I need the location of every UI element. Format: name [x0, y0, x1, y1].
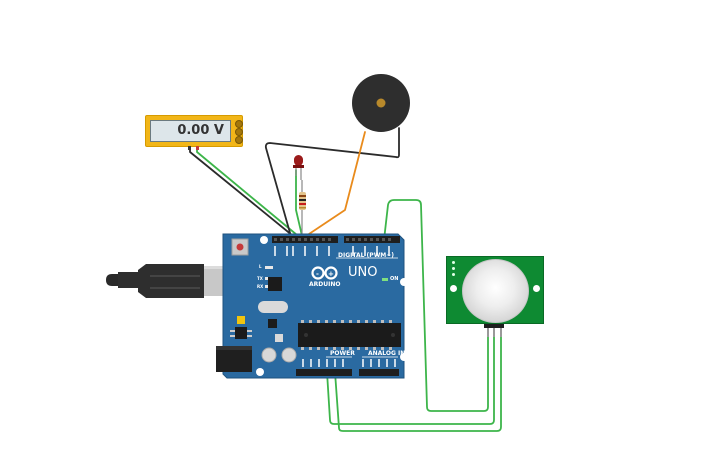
wire-pir-out[interactable] [383, 199, 489, 412]
on-led-label: ON [390, 276, 399, 282]
red-led[interactable] [293, 155, 304, 180]
wire-led-green[interactable] [295, 169, 304, 241]
wire-buzzer-black[interactable] [264, 127, 400, 241]
pir-dot-icon [452, 261, 455, 264]
led-label-rx: RX [257, 284, 264, 289]
led-label-l: L [259, 264, 262, 269]
svg-text:-: - [316, 270, 319, 278]
resistor[interactable] [299, 180, 306, 240]
wire-voltmeter-green[interactable] [196, 147, 304, 241]
pir-pins[interactable] [484, 323, 504, 337]
digital-pwm-label: DIGITAL (PWM~) [338, 252, 395, 259]
piezo-buzzer[interactable] [352, 74, 410, 132]
led-label-tx: TX [257, 276, 263, 281]
arduino-logo [311, 266, 338, 280]
pir-sensor[interactable] [446, 256, 544, 324]
pir-dot-icon [452, 267, 455, 270]
voltmeter-terminal-icon [235, 136, 243, 144]
pir-fresnel-lens [462, 259, 529, 323]
power-label: POWER [330, 350, 355, 357]
voltmeter-probe-negative[interactable] [188, 146, 191, 150]
wire-pir-gnd[interactable] [334, 335, 502, 432]
wire-buzzer-orange[interactable] [299, 131, 366, 241]
arduino-uno[interactable]: - + [216, 233, 408, 379]
voltmeter-terminal-icon [235, 128, 243, 136]
analog-in-label: ANALOG IN [368, 350, 406, 357]
voltmeter[interactable]: 0.00 V [145, 115, 243, 147]
uno-label: UNO [348, 265, 378, 280]
voltmeter-display: 0.00 V [150, 120, 231, 142]
pir-mount-hole-icon [533, 285, 540, 292]
pir-mount-hole-icon [450, 285, 457, 292]
wire-voltmeter-black[interactable] [189, 147, 299, 241]
wire-pir-vcc[interactable] [326, 335, 495, 425]
arduino-brand-label: ARDUINO [309, 281, 341, 288]
voltmeter-terminal-icon [235, 120, 243, 128]
voltmeter-probe-positive[interactable] [196, 146, 199, 150]
svg-text:+: + [328, 270, 334, 278]
pir-dot-icon [452, 273, 455, 276]
